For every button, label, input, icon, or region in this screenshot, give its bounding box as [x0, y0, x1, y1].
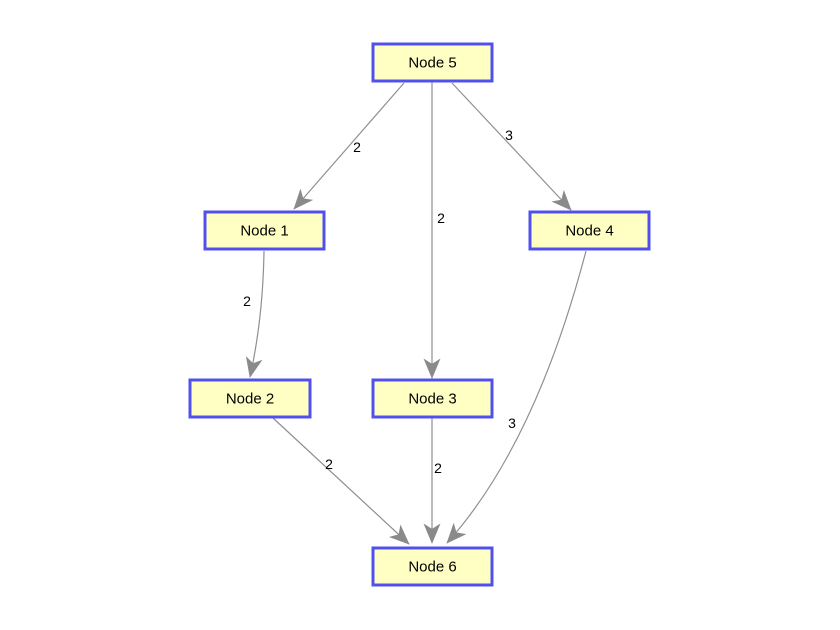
node-box-node3 [371, 378, 494, 419]
edge-weight-label-node3-to-node6: 2 [434, 460, 442, 476]
graph-node-node4: Node 4 [528, 210, 651, 251]
node-box-node2 [188, 378, 312, 419]
edge-node1-to-node2 [245, 250, 265, 378]
node-label-node6: Node 6 [408, 559, 456, 576]
nodes-layer: Node 5 Node 1 Node 4 Node 2 Node 3 Node 6 [188, 42, 651, 587]
node-box-node4 [528, 210, 651, 251]
edge-weight-label-node5-to-node4: 3 [505, 127, 513, 143]
node-label-node2: Node 2 [226, 391, 274, 408]
edge-node5-to-node4 [451, 82, 572, 211]
node-box-node6 [371, 546, 494, 587]
node-box-node5 [371, 42, 494, 83]
edges-layer [245, 82, 587, 545]
edge-weight-label-node5-to-node3: 2 [437, 210, 445, 226]
node-label-node4: Node 4 [565, 223, 613, 240]
edge-weight-label-node5-to-node1: 2 [353, 139, 361, 155]
edge-node5-to-node1 [293, 82, 405, 210]
graph-node-node2: Node 2 [188, 378, 312, 419]
node-label-node1: Node 1 [240, 223, 288, 240]
edge-labels-layer: 2 2 3 2 2 2 3 [243, 127, 516, 476]
graph-node-node1: Node 1 [203, 210, 326, 251]
edge-weight-label-node1-to-node2: 2 [243, 293, 251, 309]
node-box-node1 [203, 210, 326, 251]
edge-weight-label-node2-to-node6: 2 [325, 456, 333, 472]
node-label-node5: Node 5 [408, 55, 456, 72]
edge-weight-label-node4-to-node6: 3 [508, 415, 516, 431]
edge-node4-to-node6 [446, 250, 587, 544]
edge-node2-to-node6 [272, 417, 410, 545]
graph-node-node5: Node 5 [371, 42, 494, 83]
node-label-node3: Node 3 [408, 391, 456, 408]
graph-node-node6: Node 6 [371, 546, 494, 587]
graph-node-node3: Node 3 [371, 378, 494, 419]
